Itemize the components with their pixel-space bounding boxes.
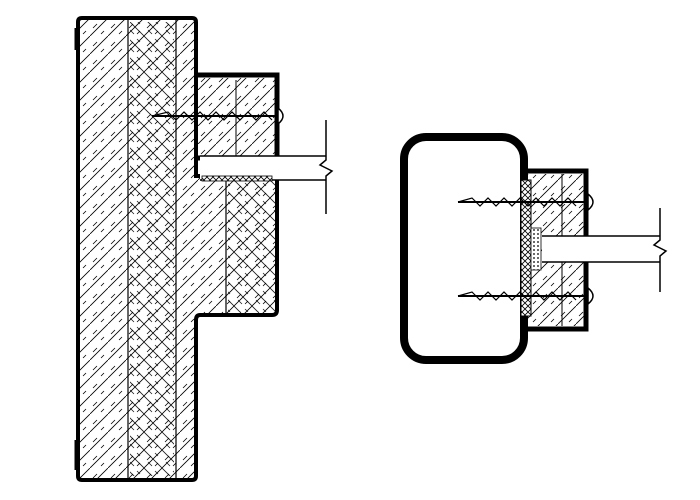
break-line-right bbox=[652, 208, 668, 292]
lamination-right-fill bbox=[228, 179, 275, 312]
seal-strip bbox=[201, 175, 273, 182]
screw bbox=[151, 106, 284, 126]
right-section bbox=[400, 133, 668, 364]
hollow-frame bbox=[400, 133, 528, 364]
left-section bbox=[74, 16, 334, 482]
panel-edge-right bbox=[542, 235, 660, 263]
screw-lower bbox=[457, 286, 594, 306]
lamination-mid-fill bbox=[130, 22, 174, 476]
break-line bbox=[318, 120, 334, 214]
screw-upper bbox=[457, 192, 594, 212]
panel-edge bbox=[200, 155, 326, 182]
gasket-inner bbox=[530, 227, 542, 271]
